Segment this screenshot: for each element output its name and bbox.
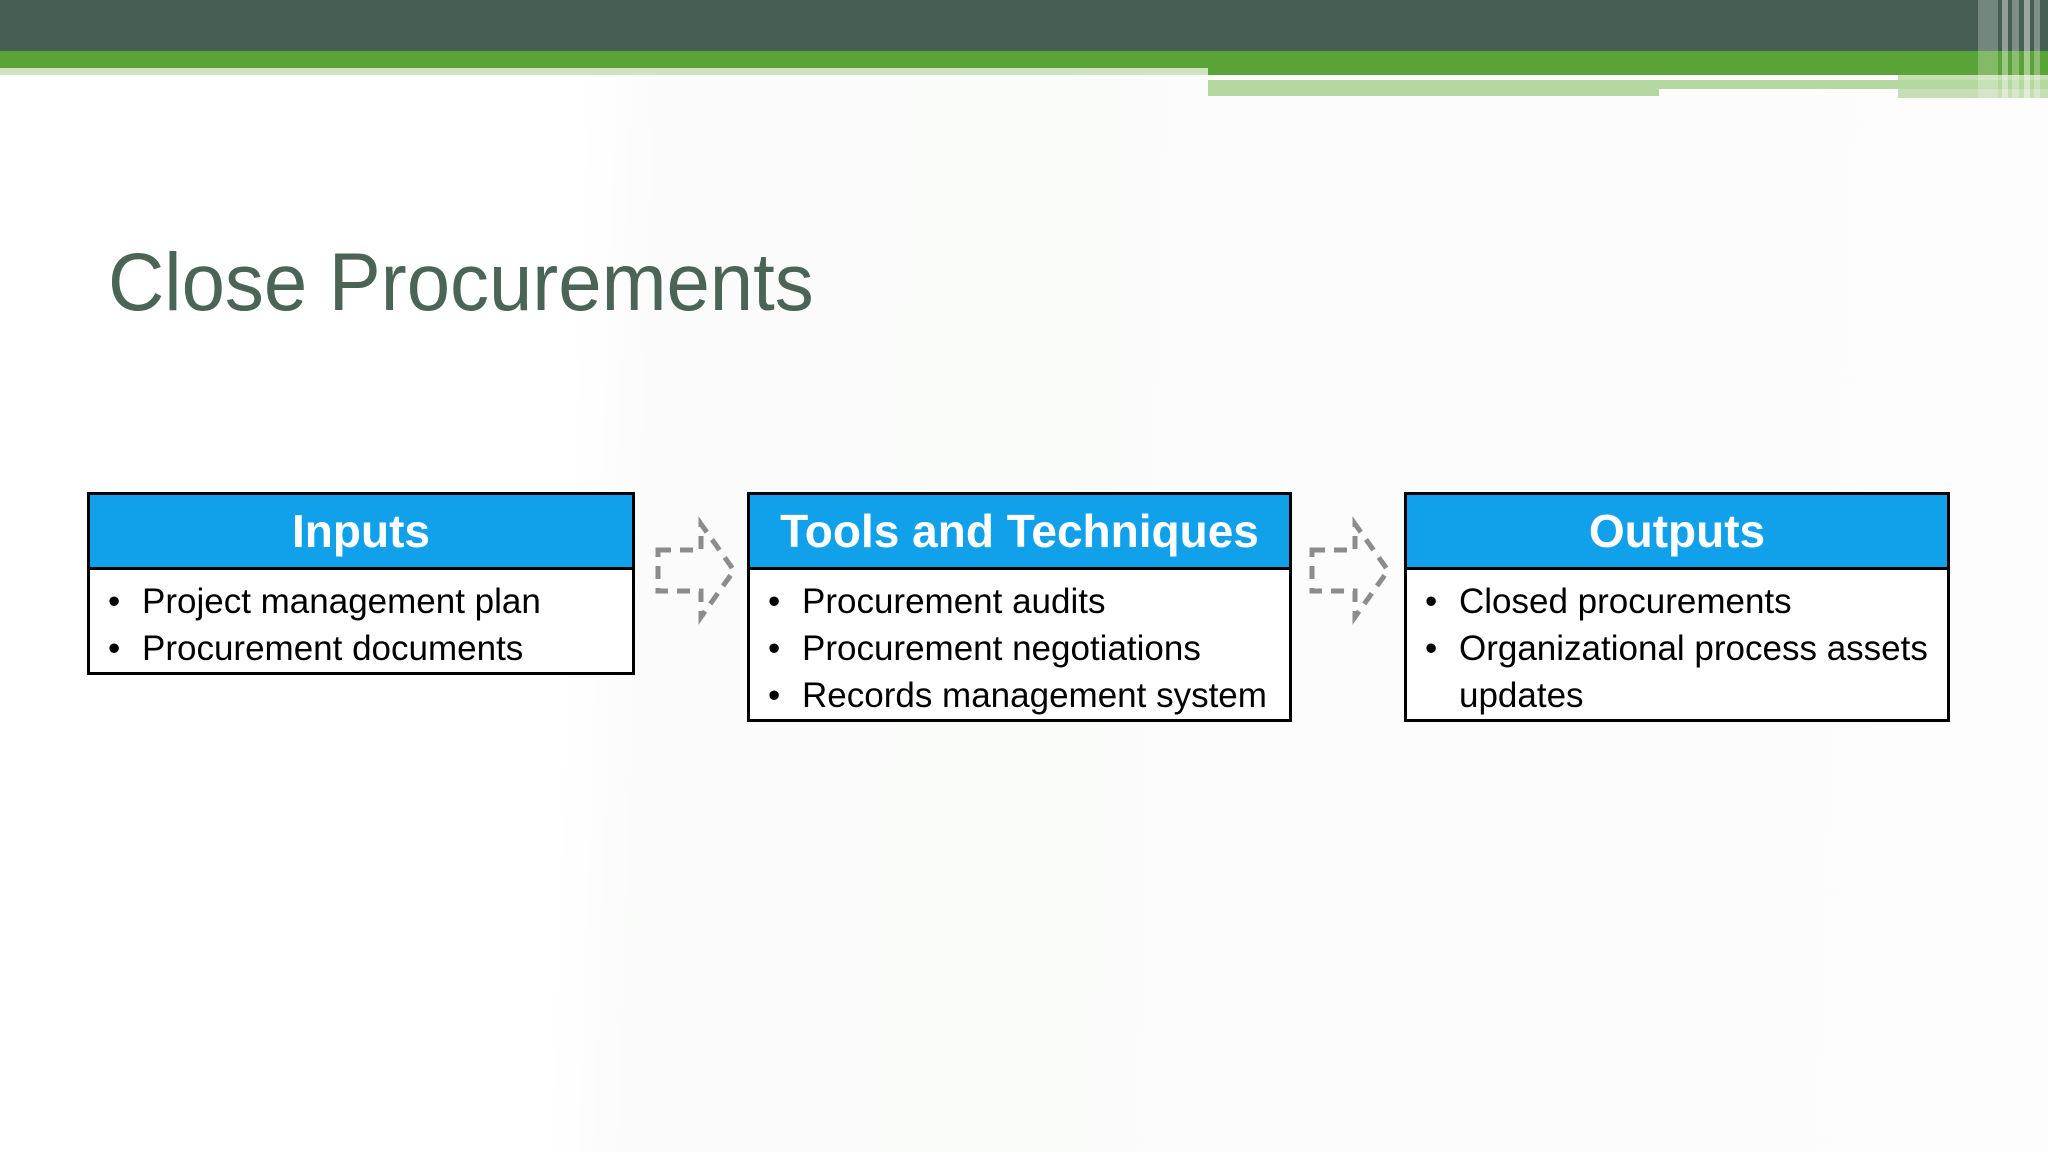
banner-green-bar <box>0 51 2048 68</box>
inputs-box: Inputs • Project management plan • Procu… <box>87 492 635 675</box>
slide-title: Close Procurements <box>108 237 814 328</box>
list-item-text: Organizational process assets updates <box>1459 629 1928 715</box>
banner-white-line <box>1208 75 1898 80</box>
list-item: • Procurement negotiations <box>768 625 1285 672</box>
list-item: • Closed procurements <box>1425 578 1943 625</box>
banner-vertical-stripe <box>2012 0 2019 104</box>
list-item: • Records management system <box>768 672 1285 719</box>
list-item-text: Procurement audits <box>802 582 1106 621</box>
list-item-text: Project management plan <box>142 582 541 621</box>
bullet-icon: • <box>768 582 781 621</box>
outputs-box-header: Outputs <box>1407 495 1947 570</box>
inputs-box-header: Inputs <box>90 495 632 570</box>
banner-light-band-thin <box>1659 80 2048 89</box>
list-item-text: Closed procurements <box>1459 582 1792 621</box>
bullet-icon: • <box>108 629 121 668</box>
banner-green-stripe-right <box>1208 68 2048 75</box>
outputs-box-list: • Closed procurements • Organizational p… <box>1407 570 1947 719</box>
list-item-text: Procurement documents <box>142 629 524 668</box>
list-item-text: Procurement negotiations <box>802 629 1201 668</box>
banner-vertical-stripe <box>2002 0 2008 98</box>
bullet-icon: • <box>108 582 121 621</box>
list-item: • Procurement documents <box>108 625 628 672</box>
tools-box-header: Tools and Techniques <box>750 495 1289 570</box>
bullet-icon: • <box>1425 582 1438 621</box>
tools-box: Tools and Techniques • Procurement audit… <box>747 492 1292 722</box>
list-item: • Organizational process assets updates <box>1425 625 1943 719</box>
list-item-text: Records management system <box>802 676 1267 715</box>
banner-light-stripe-left <box>0 68 1208 75</box>
banner-vertical-stripe <box>2034 0 2040 98</box>
flow-arrow-icon <box>1309 516 1392 625</box>
flow-arrow-icon <box>655 516 738 625</box>
bullet-icon: • <box>768 676 781 715</box>
inputs-box-list: • Project management plan • Procurement … <box>90 570 632 672</box>
list-item: • Procurement audits <box>768 578 1285 625</box>
banner-light-band <box>1208 80 1659 96</box>
tools-box-list: • Procurement audits • Procurement negot… <box>750 570 1289 719</box>
banner-dark-bar <box>0 0 2048 51</box>
banner-vertical-stripe <box>2024 0 2030 110</box>
bullet-icon: • <box>768 629 781 668</box>
banner-vertical-stripe <box>1978 0 1998 98</box>
list-item: • Project management plan <box>108 578 628 625</box>
bullet-icon: • <box>1425 629 1438 668</box>
outputs-box: Outputs • Closed procurements • Organiza… <box>1404 492 1950 722</box>
